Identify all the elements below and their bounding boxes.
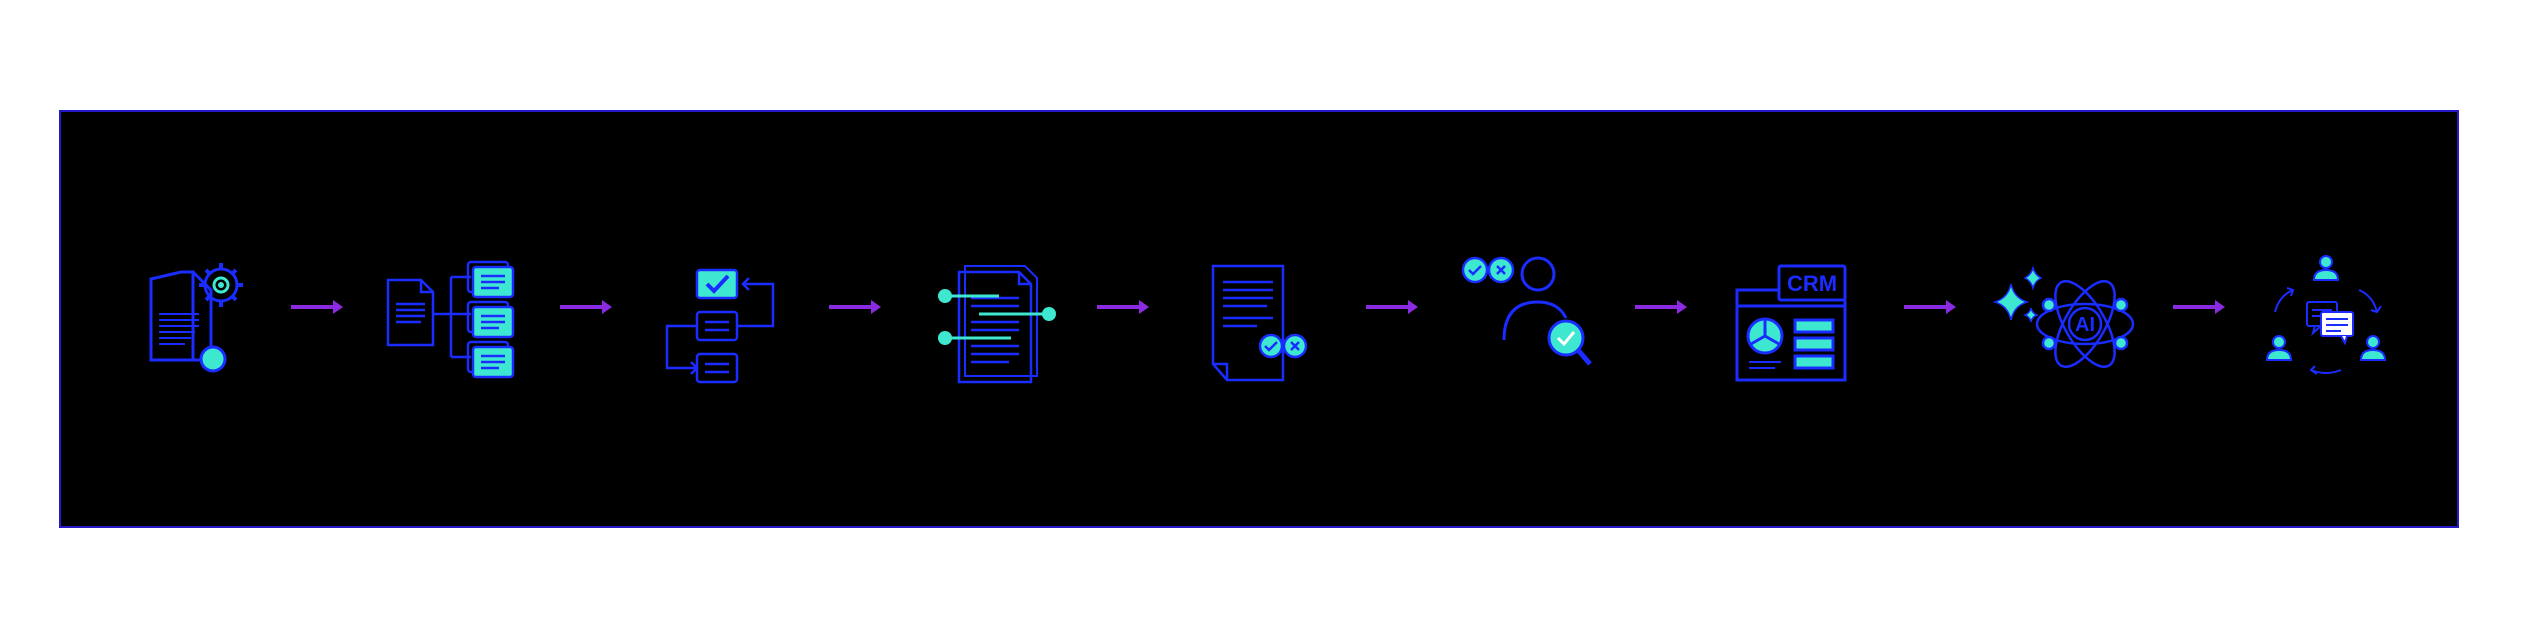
arrow-right-icon (291, 300, 343, 314)
connector-arrow-1 (289, 297, 345, 317)
arrow-right-icon (1097, 300, 1149, 314)
document-split-icon (386, 260, 515, 379)
person-search-icon (1461, 256, 1592, 366)
connector-arrow-3 (827, 297, 883, 317)
step-team-collaboration (2251, 232, 2401, 382)
step-ai-atom: AI (1977, 232, 2135, 382)
step-document-extract (919, 232, 1069, 384)
arrow-right-icon (1366, 300, 1418, 314)
arrow-right-icon (1635, 300, 1687, 314)
crm-label: CRM (1787, 271, 1837, 296)
arrow-right-icon (560, 300, 612, 314)
crm-dashboard-icon: CRM (1735, 264, 1847, 382)
step-workflow-check (649, 232, 799, 384)
connector-arrow-2 (558, 297, 614, 317)
connector-arrow-7 (1902, 297, 1958, 317)
connector-arrow-6 (1633, 297, 1689, 317)
arrow-right-icon (1904, 300, 1956, 314)
team-collaboration-icon (2265, 255, 2387, 375)
step-document-split (381, 232, 531, 382)
ai-label: AI (2075, 314, 2095, 336)
step-person-search (1454, 232, 1604, 382)
arrow-right-icon (2173, 300, 2225, 314)
connector-arrow-4 (1095, 297, 1151, 317)
document-extract-icon (938, 265, 1056, 384)
arrow-right-icon (829, 300, 881, 314)
workflow-check-icon (665, 268, 775, 384)
process-flow-panel: CRM AI (59, 110, 2459, 528)
document-gear-icon (149, 263, 243, 373)
step-crm-dashboard: CRM (1725, 232, 1875, 382)
connector-arrow-5 (1364, 297, 1420, 317)
step-document-gear (121, 232, 271, 382)
connector-arrow-8 (2171, 297, 2227, 317)
ai-atom-icon: AI (1992, 265, 2135, 369)
step-document-validation (1187, 232, 1337, 382)
document-validation-icon (1211, 264, 1308, 382)
